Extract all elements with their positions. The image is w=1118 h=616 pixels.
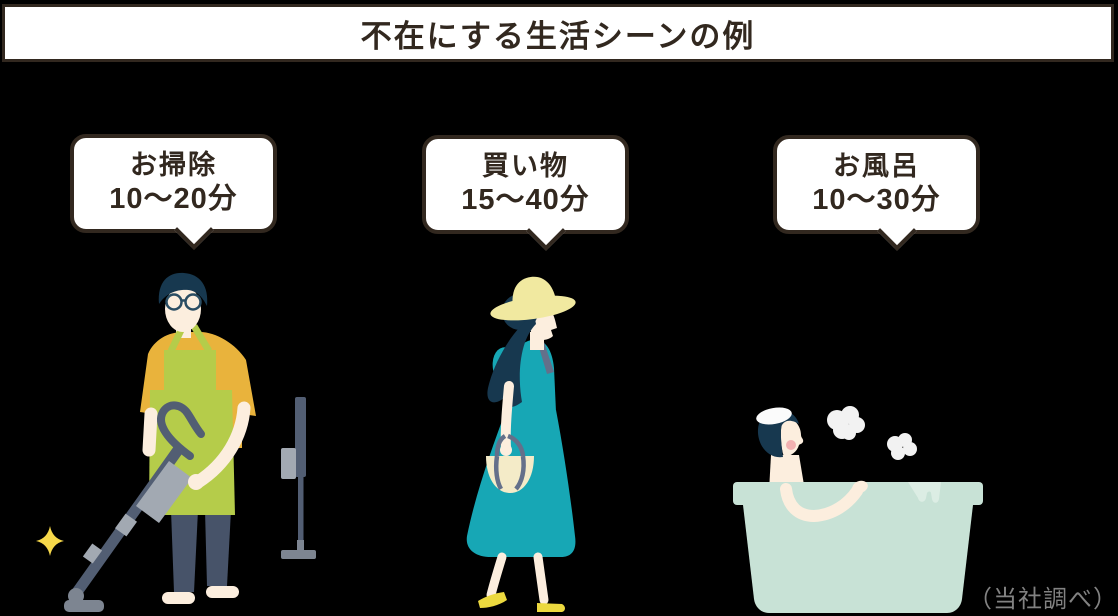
cheek — [786, 440, 796, 450]
stick-vacuum-icon — [64, 401, 205, 612]
left-foot — [162, 592, 195, 604]
title-bar: 不在にする生活シーンの例 — [2, 4, 1114, 62]
left-arm — [142, 407, 158, 457]
hair — [487, 314, 536, 408]
left-leg — [171, 510, 198, 592]
right-foot — [206, 586, 239, 598]
cleaning-person — [140, 272, 256, 604]
hand — [500, 444, 512, 456]
woman-shopping-illustration — [466, 276, 576, 612]
back-leg — [486, 552, 507, 600]
activity-label: 買い物 — [482, 151, 569, 182]
activity-label: お風呂 — [833, 151, 920, 182]
glasses-icon — [165, 293, 202, 311]
sparkle-icon — [36, 526, 64, 556]
apron-strap — [190, 324, 213, 353]
hair — [158, 272, 208, 306]
bag-handle — [494, 434, 507, 457]
sun-hat-icon — [490, 276, 576, 321]
towel-icon — [756, 407, 792, 425]
speech-bubble-shopping: 買い物 15〜40分 — [422, 135, 629, 251]
vacuum-handle — [157, 401, 205, 460]
arm — [780, 483, 863, 523]
bathtub-icon — [733, 482, 983, 613]
hand — [852, 480, 868, 494]
right-arm — [191, 401, 251, 489]
steam-icon — [887, 433, 917, 460]
front-shoe — [537, 603, 565, 612]
front-leg — [533, 552, 549, 605]
back-shoe — [478, 592, 507, 608]
duration-label: 10〜30分 — [812, 184, 941, 217]
duration-label: 10〜20分 — [109, 183, 238, 216]
bathing-person — [756, 407, 805, 491]
page-title: 不在にする生活シーンの例 — [360, 18, 756, 54]
shopping-woman — [466, 276, 576, 612]
apron-bib — [164, 350, 216, 390]
vacuum-head — [64, 600, 104, 612]
hand — [188, 474, 204, 490]
activity-label: お掃除 — [130, 150, 217, 181]
bag-handle — [507, 433, 526, 457]
speech-bubble-cleaning: お掃除 10〜20分 — [70, 134, 277, 250]
vacuum-stand-icon — [281, 397, 316, 559]
source-note: （当社調べ） — [968, 586, 1118, 613]
arm — [500, 381, 514, 453]
steam-icon — [827, 406, 865, 440]
duration-label: 15〜40分 — [461, 184, 590, 217]
right-leg — [205, 510, 231, 586]
water-highlight — [908, 482, 941, 503]
speech-bubble-bath: お風呂 10〜30分 — [773, 135, 980, 251]
person-bathing-illustration — [733, 406, 983, 613]
face — [165, 286, 201, 332]
person-vacuuming-illustration — [36, 272, 316, 612]
tub-body — [743, 505, 973, 613]
vacuum-canister — [136, 461, 192, 523]
